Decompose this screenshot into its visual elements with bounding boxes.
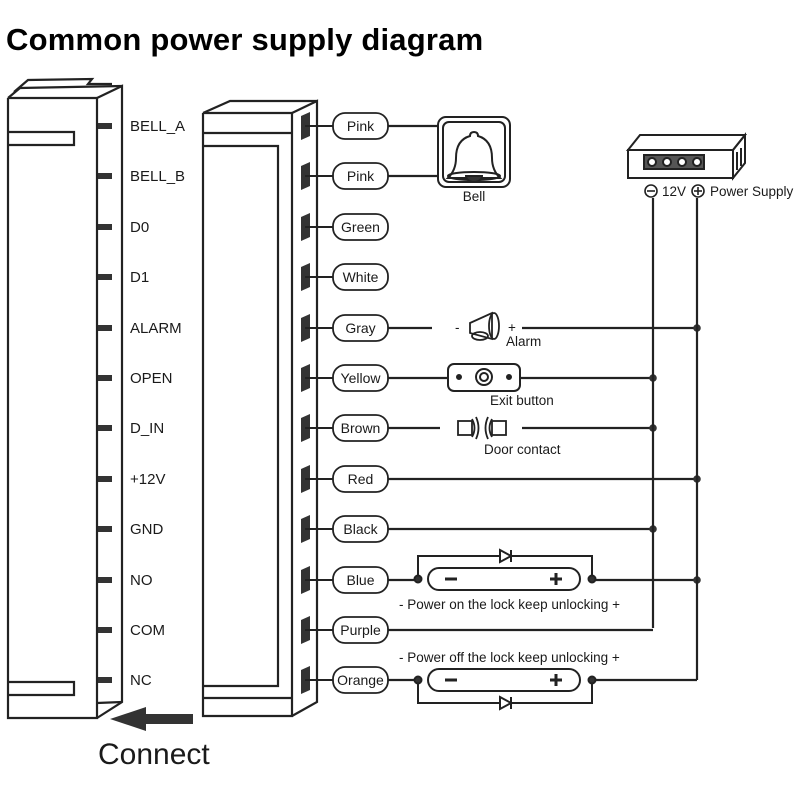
device-pin (98, 224, 112, 230)
pin-row: D0 Green (98, 213, 389, 241)
bell-icon (437, 116, 511, 188)
pin-row: NO Blue (98, 566, 701, 594)
door-contact-label: Door contact (484, 442, 561, 457)
wire-color-label: Pink (347, 168, 375, 184)
pin-label: NO (130, 572, 153, 589)
pin-row: ALARM Gray (98, 314, 701, 342)
diagram-title: Common power supply diagram (6, 22, 484, 57)
pin-row: +12V Red (98, 465, 701, 493)
device-pin (98, 425, 112, 431)
exit-button-icon (447, 363, 521, 392)
wire-color-pill (332, 263, 389, 291)
pin-label: GND (130, 521, 164, 538)
pin-row: D_IN Brown (98, 414, 657, 442)
door-contact-icon (457, 416, 507, 440)
lock-power-off-unlock (413, 668, 597, 711)
alarm-siren-icon (469, 311, 500, 341)
alarm-plus: + (508, 320, 516, 335)
lock-power-on-caption: - Power on the lock keep unlocking + (399, 597, 620, 612)
power-supply-label: Power Supply (710, 184, 794, 199)
pin-label: OPEN (130, 370, 173, 387)
pin-row: NC Orange (98, 666, 697, 694)
pin-label: D_IN (130, 420, 164, 437)
wire-color-label: Blue (346, 572, 374, 588)
lock-power-on-unlock (413, 548, 597, 591)
alarm-minus: - (455, 320, 460, 335)
device-pin (98, 173, 112, 179)
pin-label: NC (130, 672, 152, 689)
pin-row: OPEN Yellow (98, 364, 657, 392)
wire-color-label: Purple (340, 622, 381, 638)
connect-label: Connect (98, 738, 210, 771)
pin-row: GND Black (98, 515, 657, 543)
pin-label: +12V (130, 471, 165, 488)
lock-power-off-caption: - Power off the lock keep unlocking + (399, 650, 620, 665)
pin-label: BELL_B (130, 168, 185, 185)
device-connector-block (6, 77, 124, 720)
pin-row: BELL_B Pink (98, 162, 438, 190)
device-pin (98, 123, 112, 129)
voltage-label: 12V (662, 184, 686, 199)
pin-row: COM Purple (98, 616, 653, 644)
pin-label: COM (130, 622, 165, 639)
device-pin (98, 375, 112, 381)
pin-label: ALARM (130, 320, 182, 337)
wire-color-label: Orange (337, 672, 384, 688)
wire-color-pill (332, 213, 389, 241)
pin-label: D0 (130, 219, 149, 236)
device-pin (98, 325, 112, 331)
connect-arrow-icon (110, 707, 193, 731)
wire-color-label: Gray (345, 320, 375, 336)
bell-label: Bell (463, 189, 486, 204)
alarm-label: Alarm (506, 334, 541, 349)
pin-row: BELL_A Pink (98, 112, 438, 140)
wire-color-label: Brown (341, 420, 381, 436)
exit-button-label: Exit button (490, 393, 554, 408)
device-pin (98, 476, 112, 482)
wire-color-label: Yellow (341, 370, 382, 386)
power-supply-terminals (644, 184, 705, 198)
wire-color-label: Green (341, 219, 380, 235)
device-pin (98, 526, 112, 532)
pin-row: D1 White (98, 263, 389, 291)
device-pin (98, 627, 112, 633)
wire-color-label: White (343, 269, 379, 285)
device-pin (98, 677, 112, 683)
device-pin (98, 577, 112, 583)
pin-label: BELL_A (130, 118, 185, 135)
pin-label: D1 (130, 269, 149, 286)
wire-color-label: Pink (347, 118, 375, 134)
wire-color-label: Red (348, 471, 374, 487)
wire-color-label: Black (343, 521, 378, 537)
device-pin (98, 274, 112, 280)
wire-connector-block (201, 99, 319, 718)
power-supply-icon (625, 132, 748, 181)
